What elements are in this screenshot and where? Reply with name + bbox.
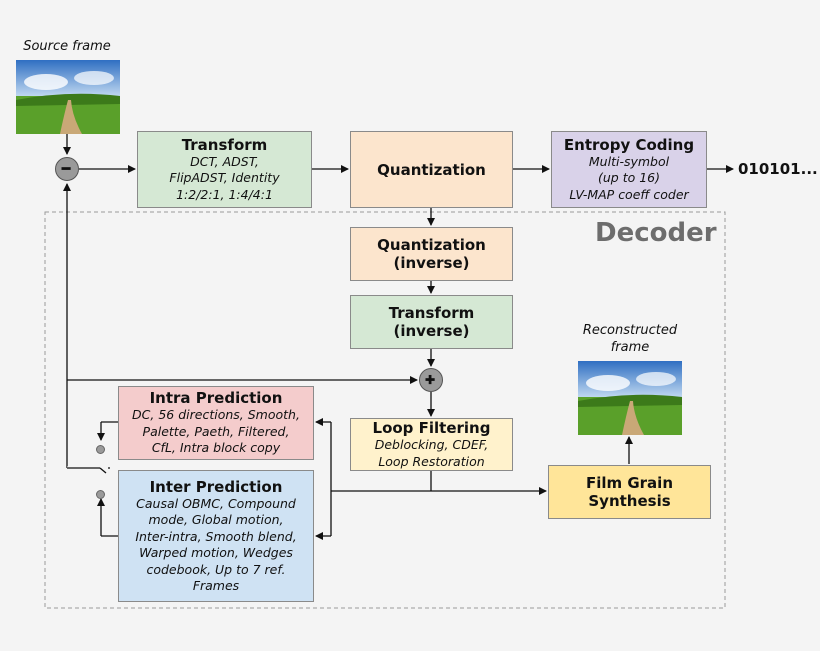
- quant-inverse-title: Quantization: [377, 236, 486, 254]
- inter-prediction-block: Inter Prediction Causal OBMC, Compound m…: [118, 470, 314, 602]
- transform-inverse-block: Transform (inverse): [350, 295, 513, 349]
- entropy-line-2: (up to 16): [597, 170, 660, 186]
- inter-line-4: Warped motion, Wedges: [139, 545, 293, 560]
- inter-line-5: codebook, Up to 7 ref.: [146, 561, 286, 577]
- intra-line-1: DC, 56 directions, Smooth,: [132, 407, 300, 423]
- transform-block: Transform DCT, ADST, FlipADST, Identity …: [137, 131, 312, 208]
- plus-circle-icon: [419, 368, 443, 392]
- film-grain-block: Film Grain Synthesis: [548, 465, 711, 519]
- quantization-title: Quantization: [377, 160, 486, 179]
- loop-line-1: Deblocking, CDEF,: [374, 437, 489, 452]
- loop-line-2: Loop Restoration: [378, 453, 485, 469]
- reconstructed-frame-image: [578, 361, 682, 435]
- transform-inverse-title-2: (inverse): [393, 322, 470, 340]
- loop-title: Loop Filtering: [372, 419, 491, 437]
- quant-inverse-title-2: (inverse): [393, 254, 470, 272]
- transform-line-3: 1:2/2:1, 1:4/4:1: [176, 186, 273, 202]
- transform-inverse-title: Transform: [388, 304, 475, 322]
- inter-title: Inter Prediction: [149, 477, 283, 496]
- intra-prediction-block: Intra Prediction DC, 56 directions, Smoo…: [118, 386, 314, 460]
- decoder-title: Decoder: [595, 218, 717, 248]
- transform-line-1: DCT, ADST,: [190, 153, 259, 169]
- decoder-region: [44, 211, 726, 609]
- transform-line-2: FlipADST, Identity: [169, 170, 280, 186]
- inter-line-1: Causal OBMC, Compound: [136, 495, 296, 511]
- bitstream-output: 010101...: [738, 160, 818, 178]
- reconstructed-frame-label: Reconstructed frame: [582, 323, 678, 355]
- intra-line-2: Palette, Paeth, Filtered,: [142, 423, 290, 439]
- quantization-block: Quantization: [350, 131, 513, 208]
- intra-title: Intra Prediction: [149, 389, 283, 408]
- quantization-inverse-block: Quantization (inverse): [350, 227, 513, 281]
- source-frame-label: Source frame: [23, 39, 111, 54]
- entropy-title: Entropy Coding: [563, 135, 695, 154]
- switch-lever: [67, 466, 108, 474]
- switch-contact-inter: [96, 490, 105, 499]
- inter-line-3: Inter-intra, Smooth blend,: [135, 528, 297, 544]
- inter-line-6: Frames: [192, 578, 240, 593]
- loop-filtering-block: Loop Filtering Deblocking, CDEF, Loop Re…: [350, 418, 513, 471]
- inter-line-2: mode, Global motion,: [148, 512, 284, 527]
- switch-contact-intra: [96, 445, 105, 454]
- film-grain-title: Film Grain: [585, 474, 674, 492]
- source-frame-image: [16, 60, 120, 134]
- film-grain-title-2: Synthesis: [588, 492, 671, 510]
- entropy-line-1: Multi-symbol: [588, 153, 670, 169]
- intra-line-3: CfL, Intra block copy: [151, 440, 281, 456]
- entropy-line-3: LV-MAP coeff coder: [569, 186, 689, 202]
- transform-title: Transform: [181, 135, 268, 154]
- minus-circle-icon: [55, 157, 79, 181]
- entropy-coding-block: Entropy Coding Multi-symbol (up to 16) L…: [551, 131, 707, 208]
